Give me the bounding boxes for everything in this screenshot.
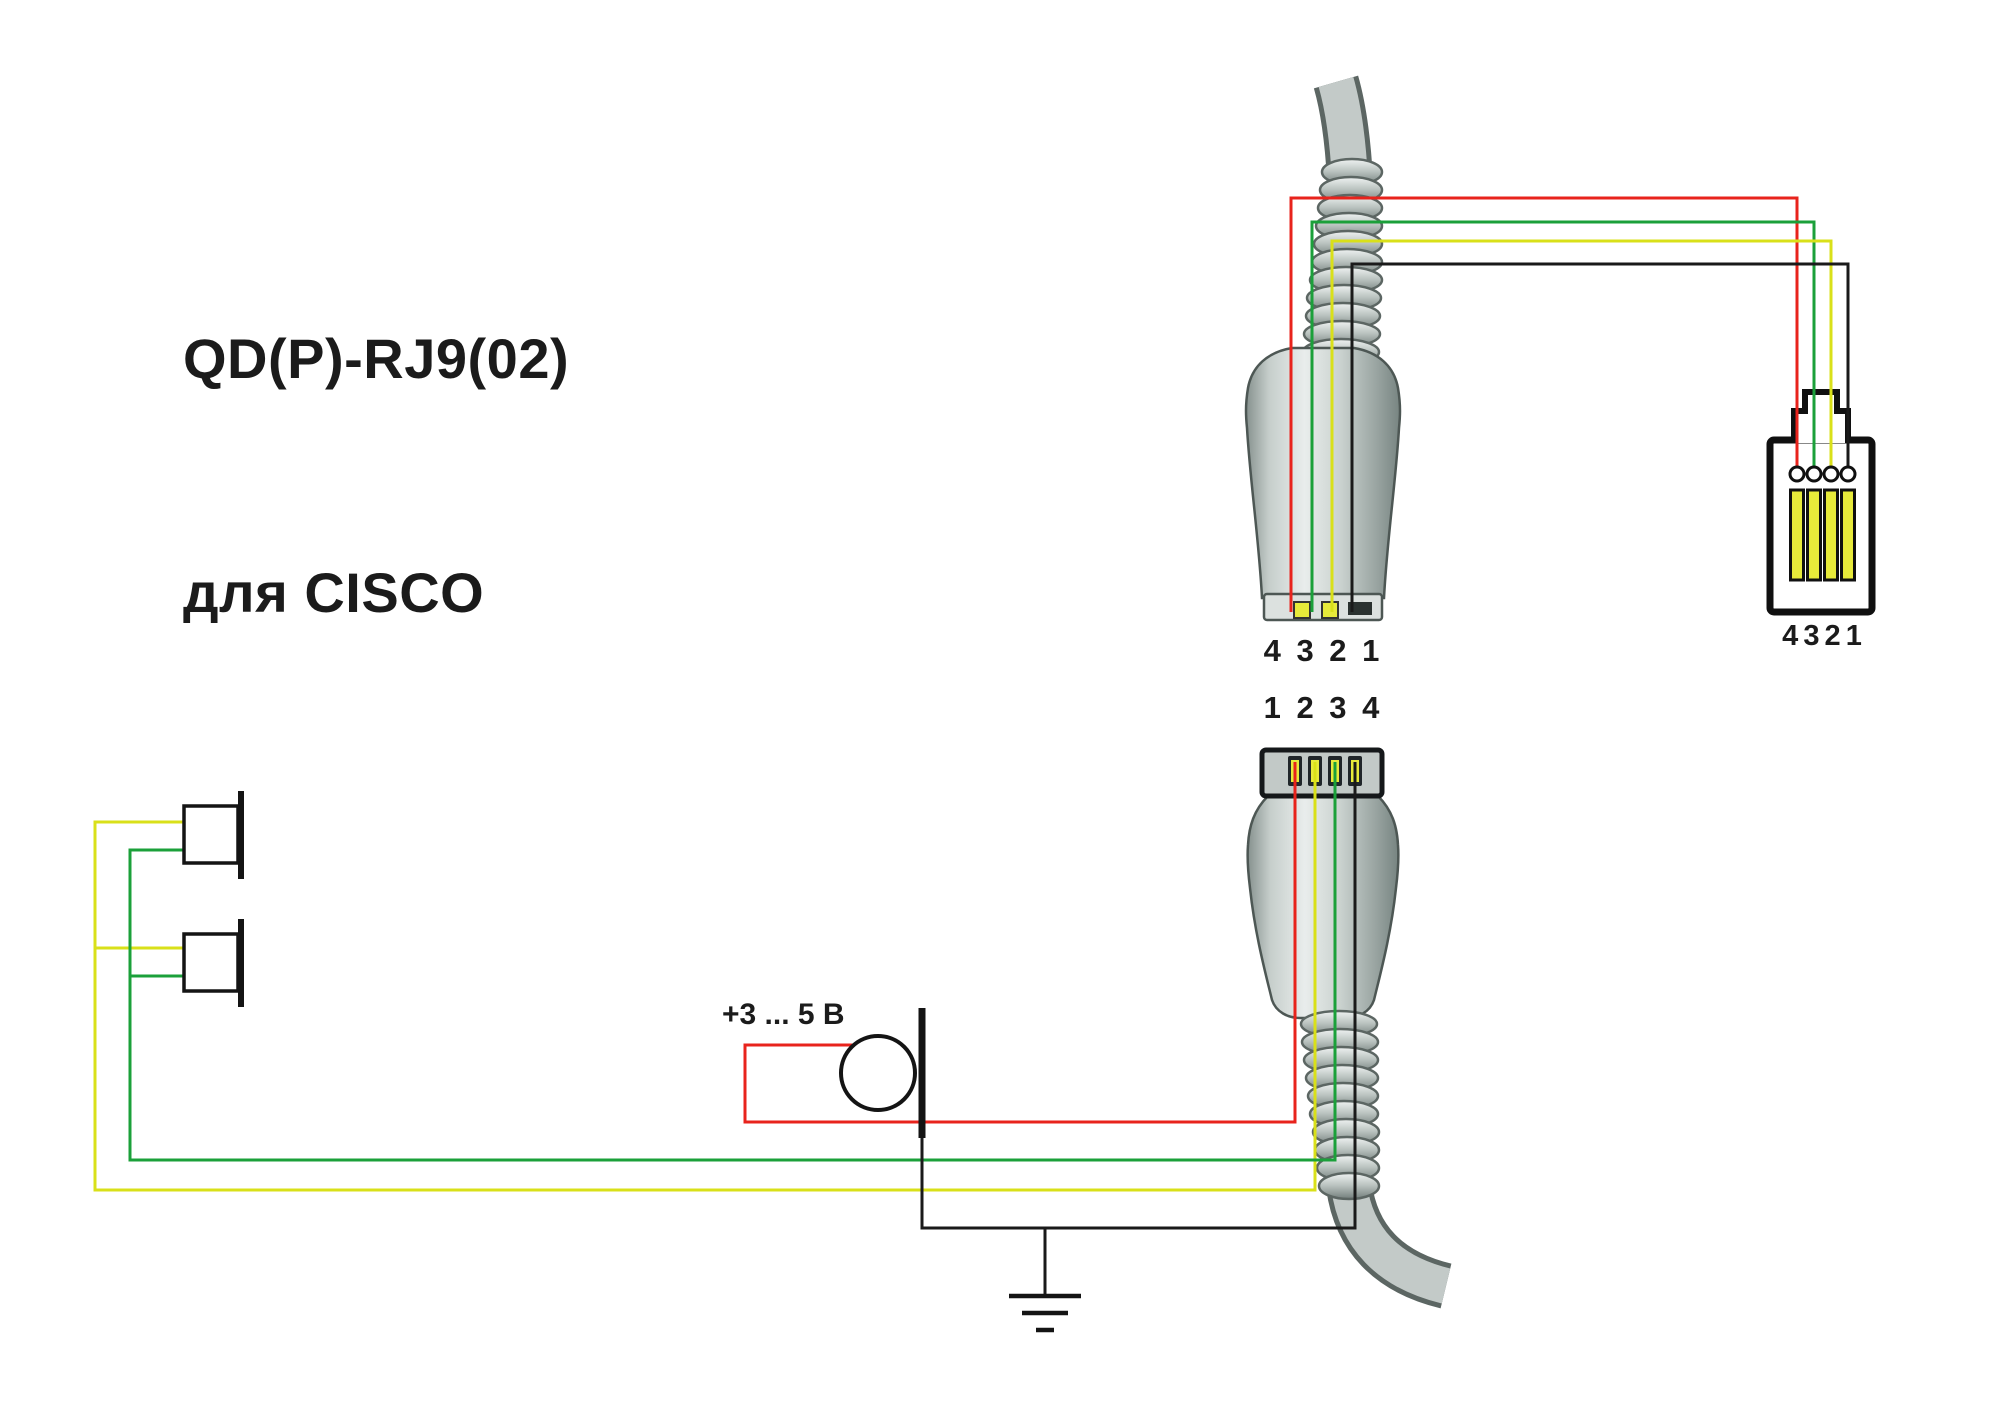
qd-top-pin-labels: 4 3 2 1 [1263, 633, 1381, 668]
rj9-hole-1 [1839, 465, 1857, 483]
green-wire-speakers [128, 762, 1337, 1162]
title-line-1: QD(P)-RJ9(02) [183, 327, 570, 390]
green-wire-top [1310, 220, 1816, 612]
title-line-2: для CISCO [183, 561, 485, 624]
yellow-wire-speakers [93, 762, 1317, 1192]
red-wire-top [1289, 196, 1799, 612]
rj9-contact-4 [1789, 488, 1805, 582]
qd-top-body [1244, 346, 1402, 600]
rj9-pin-labels: 4 3 2 1 [1782, 620, 1862, 652]
qd-connector-bottom [1246, 747, 1452, 1309]
qd-top-contact-3 [1348, 602, 1372, 615]
rj9-contact-2 [1823, 488, 1839, 582]
rj9-hole-3 [1805, 465, 1823, 483]
rj9-contact-1 [1840, 488, 1856, 582]
black-wire-top [1350, 262, 1850, 612]
qd-bottom-cable [1331, 1183, 1451, 1304]
rj9-contact-3 [1806, 488, 1822, 582]
qd-bottom-pin-labels: 1 2 3 4 [1263, 690, 1381, 725]
ground-icon [1009, 1293, 1081, 1333]
speaker-bottom-icon [182, 919, 244, 1007]
rj9-latch [1791, 389, 1851, 443]
speaker-top-icon [182, 791, 244, 879]
qd-bottom-body [1246, 794, 1400, 1020]
top-wires [1289, 196, 1850, 612]
microphone-icon [839, 1008, 926, 1138]
red-wire-mic-power [743, 762, 1297, 1124]
rj9-hole-4 [1788, 465, 1806, 483]
diagram-title: QD(P)-RJ9(02) для CISCO [183, 164, 569, 788]
qd-top-coil [1301, 157, 1384, 367]
qd-connector-top [1244, 75, 1402, 622]
yellow-wire-top [1330, 239, 1833, 612]
mic-voltage-label: +3 ... 5 В [722, 998, 845, 1031]
qd-bottom-coil [1299, 1009, 1381, 1201]
rj9-hole-2 [1822, 465, 1840, 483]
rj9-pins [1788, 465, 1857, 582]
black-wire-common [920, 762, 1357, 1230]
qd-top-contact-1 [1293, 601, 1311, 619]
bottom-wires [93, 762, 1357, 1296]
qd-top-contact-2 [1321, 601, 1339, 619]
